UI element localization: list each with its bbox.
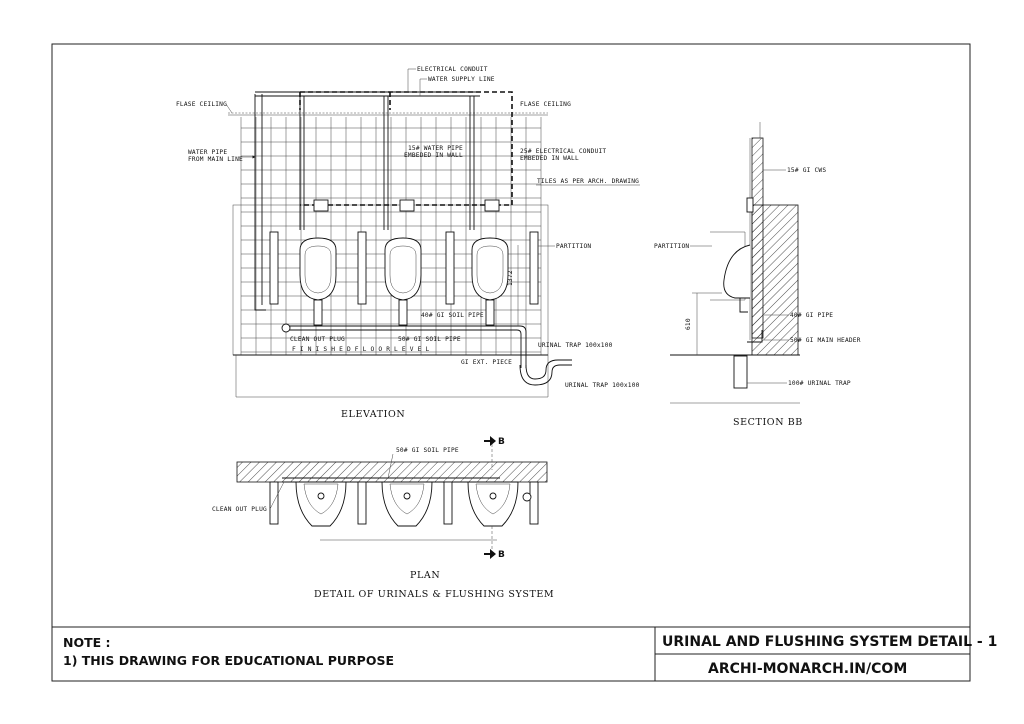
label-soil-pipe-50-elevation: 50# GI SOIL PIPE bbox=[398, 336, 461, 343]
plan-partition-4 bbox=[529, 481, 539, 525]
label-water-pipe-2: FROM MAIN LINE bbox=[188, 156, 243, 163]
elevation-view: ELECTRICAL CONDUIT WATER SUPPLY LINE FLA… bbox=[176, 66, 640, 420]
partition-1 bbox=[269, 231, 279, 305]
label-urinal-trap-1: URINAL TRAP 100x100 bbox=[538, 342, 613, 349]
section-valve bbox=[746, 197, 754, 213]
plan-urinal-1 bbox=[295, 481, 347, 527]
label-main-header: 50# GI MAIN HEADER bbox=[790, 337, 861, 344]
website-label: ARCHI-MONARCH.IN/COM bbox=[708, 661, 907, 677]
label-clean-out-plug-plan: CLEAN OUT PLUG bbox=[212, 506, 267, 513]
label-partition-section: PARTITION bbox=[654, 243, 689, 250]
plan-urinal-3 bbox=[467, 481, 519, 527]
label-height-610: 610 bbox=[685, 318, 692, 330]
label-tiles: TILES AS PER ARCH. DRAWING bbox=[537, 178, 639, 185]
plan-clean-out-plug-symbol bbox=[522, 492, 532, 502]
label-section-mark-top: B bbox=[498, 437, 505, 447]
plan-wall bbox=[236, 461, 548, 483]
urinal-trap-elevation bbox=[519, 364, 572, 386]
label-water-supply-line: WATER SUPPLY LINE bbox=[428, 76, 495, 83]
note-text: 1) THIS DRAWING FOR EDUCATIONAL PURPOSE bbox=[63, 653, 394, 668]
label-gi-cws: 15# GI CWS bbox=[787, 167, 826, 174]
label-partition-elevation: PARTITION bbox=[556, 243, 591, 250]
plan-partition-1 bbox=[269, 481, 279, 525]
label-finished-floor: F I N I S H E D F L O O R L E V E L bbox=[292, 346, 429, 353]
label-urinal-trap-section: 100# URINAL TRAP bbox=[788, 380, 851, 387]
switch-box-3 bbox=[484, 199, 500, 212]
plan-partition-3 bbox=[443, 481, 453, 525]
switch-box-1 bbox=[313, 199, 329, 212]
section-wall-lower bbox=[751, 204, 799, 356]
plan-view: B B 50# GI SOIL PIPE CLEAN OUT PLUG PLAN… bbox=[212, 436, 554, 600]
partition-2 bbox=[357, 231, 367, 305]
title-section-bb: SECTION BB bbox=[733, 417, 803, 428]
urinal-elevation-3 bbox=[471, 237, 509, 326]
partition-4 bbox=[529, 231, 539, 305]
section-arrow-top-icon bbox=[484, 436, 496, 446]
label-water-pipe-15-1: 15# WATER PIPE bbox=[408, 145, 463, 152]
section-urinal-profile bbox=[723, 244, 751, 299]
label-gi-pipe-40: 40# GI PIPE bbox=[790, 312, 833, 319]
water-riser-2 bbox=[383, 96, 389, 230]
label-height-1372: 1372 bbox=[507, 270, 514, 286]
water-riser-3 bbox=[469, 96, 475, 230]
water-main-line bbox=[254, 94, 266, 311]
label-false-ceiling-left: FLASE CEILING bbox=[176, 101, 227, 108]
label-urinal-trap-2: URINAL TRAP 100x100 bbox=[565, 382, 640, 389]
tile-grid bbox=[240, 117, 542, 355]
title-elevation: ELEVATION bbox=[341, 409, 405, 420]
label-false-ceiling-right: FLASE CEILING bbox=[520, 101, 571, 108]
title-plan: PLAN bbox=[410, 570, 440, 581]
clean-out-plug-elevation bbox=[281, 323, 291, 333]
partition-3 bbox=[445, 231, 455, 305]
label-gi-ext-piece: GI EXT. PIECE bbox=[461, 359, 512, 366]
label-soil-pipe-plan: 50# GI SOIL PIPE bbox=[396, 447, 459, 454]
plan-urinal-2 bbox=[381, 481, 433, 527]
note-heading: NOTE : bbox=[63, 635, 111, 650]
floor-slab bbox=[235, 355, 549, 398]
section-bb-view: 15# GI CWS PARTITION 40# GI PIPE 610 50#… bbox=[654, 122, 861, 428]
label-elec-conduit-25-1: 25# ELECTRICAL CONDUIT bbox=[520, 148, 606, 155]
plan-partition-2 bbox=[357, 481, 367, 525]
label-clean-out-plug-elevation: CLEAN OUT PLUG bbox=[290, 336, 345, 343]
section-urinal-trap bbox=[733, 355, 748, 389]
label-water-pipe-1: WATER PIPE bbox=[188, 149, 227, 156]
water-riser-1 bbox=[299, 96, 305, 230]
sheet-border bbox=[51, 43, 971, 682]
label-electrical-conduit: ELECTRICAL CONDUIT bbox=[417, 66, 488, 73]
label-soil-pipe-40: 40# GI SOIL PIPE bbox=[421, 312, 484, 319]
sheet-title: URINAL AND FLUSHING SYSTEM DETAIL - 1 bbox=[662, 634, 997, 650]
title-block: NOTE : 1) THIS DRAWING FOR EDUCATIONAL P… bbox=[52, 626, 997, 681]
label-elec-conduit-25-2: EMBEDED IN WALL bbox=[520, 155, 579, 162]
soil-pipe-elevation bbox=[284, 325, 527, 368]
title-drawing: DETAIL OF URINALS & FLUSHING SYSTEM bbox=[314, 589, 554, 600]
urinal-elevation-1 bbox=[299, 237, 337, 326]
section-arrow-bottom-icon bbox=[484, 549, 496, 559]
urinal-elevation-2 bbox=[384, 237, 422, 326]
switch-box-2 bbox=[399, 199, 415, 212]
label-water-pipe-15-2: EMBEDED IN WALL bbox=[404, 152, 463, 159]
label-section-mark-bottom: B bbox=[498, 550, 505, 560]
